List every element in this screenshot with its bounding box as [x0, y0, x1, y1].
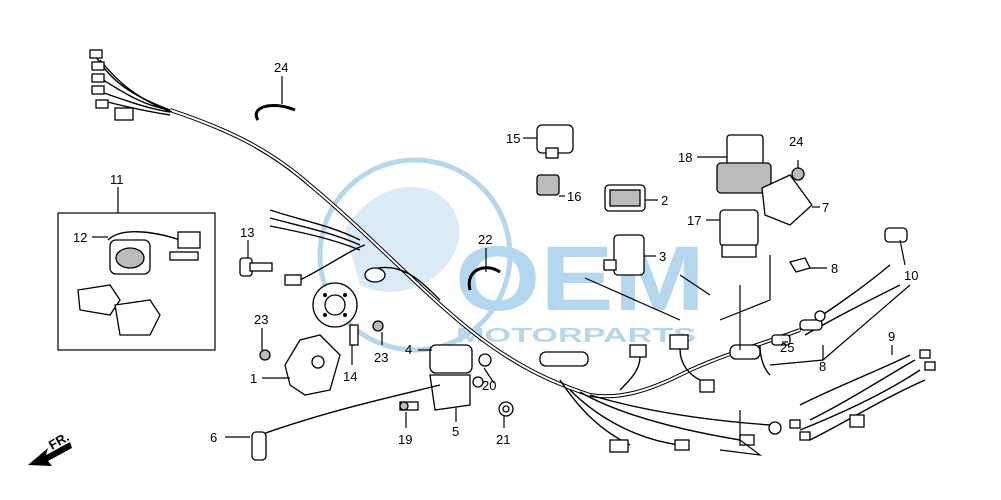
ignition-coil-icon: [429, 344, 492, 411]
bolt-icon-19: [399, 401, 419, 411]
fuse-box-icon-2: [604, 184, 646, 212]
front-direction-indicator: FR.: [28, 429, 72, 466]
callout-8-bottom: 8: [819, 359, 826, 374]
callout-24-right: 24: [789, 134, 803, 149]
bracket-icon: [284, 334, 341, 396]
callout-24-top: 24: [274, 60, 288, 75]
callout-7: 7: [822, 200, 829, 215]
callout-15: 15: [506, 131, 520, 146]
relay-icon-16: [536, 174, 560, 196]
turn-signal-relay-icon: [584, 234, 681, 321]
callout-5: 5: [452, 424, 459, 439]
callout-10: 10: [904, 268, 918, 283]
callout-25: 25: [780, 340, 794, 355]
callout-21: 21: [496, 432, 510, 447]
relay-icon-15: [536, 124, 574, 159]
sub-harness-icon-9: [789, 349, 936, 441]
callout-13: 13: [240, 225, 254, 240]
callout-3: 3: [659, 249, 666, 264]
watermark: OEM MOTORPARTS: [317, 157, 705, 353]
callout-2: 2: [661, 193, 668, 208]
bolt-icon-24: [791, 167, 805, 181]
bolt-icon-23b: [372, 320, 384, 332]
relay-icon-17: [719, 209, 759, 258]
callout-14: 14: [343, 369, 357, 384]
callout-1: 1: [250, 371, 257, 386]
watermark-globe-icon: [317, 157, 513, 353]
ignition-switch-kit: [57, 212, 216, 351]
leader-lines: [92, 76, 911, 456]
callout-6: 6: [210, 430, 217, 445]
horn-icon: [312, 282, 359, 346]
clamp-icon-8a: [788, 257, 811, 273]
band-icon-22: [467, 266, 501, 291]
band-icon-24: [254, 104, 296, 121]
spark-plug-cap-icon: [251, 384, 441, 461]
callout-9: 9: [888, 329, 895, 344]
callout-8-top: 8: [831, 261, 838, 276]
callout-22: 22: [478, 232, 492, 247]
callout-17: 17: [687, 213, 701, 228]
callout-19: 19: [398, 432, 412, 447]
callout-11: 11: [110, 172, 124, 187]
bolt-icon-23a: [259, 349, 271, 361]
clamp-icon-10: [884, 227, 908, 243]
main-harness: [89, 49, 901, 453]
collar-icon-20: [472, 376, 484, 388]
callout-18: 18: [678, 150, 692, 165]
callout-4: 4: [405, 342, 412, 357]
callout-23-right: 23: [374, 350, 388, 365]
grommet-icon-21: [498, 401, 514, 417]
ignition-key-icon: [239, 257, 273, 277]
relay-icon-18: [716, 134, 772, 194]
callout-20: 20: [482, 378, 496, 393]
callout-12: 12: [73, 230, 87, 245]
callout-labels: 24 11 12 13 23 23 1 14 4 20 19 5 21 6 22…: [73, 60, 918, 447]
watermark-subtext: MOTORPARTS: [456, 325, 696, 347]
callout-23-left: 23: [254, 312, 268, 327]
resistor-icon-7: [761, 174, 813, 226]
callout-16: 16: [567, 189, 581, 204]
